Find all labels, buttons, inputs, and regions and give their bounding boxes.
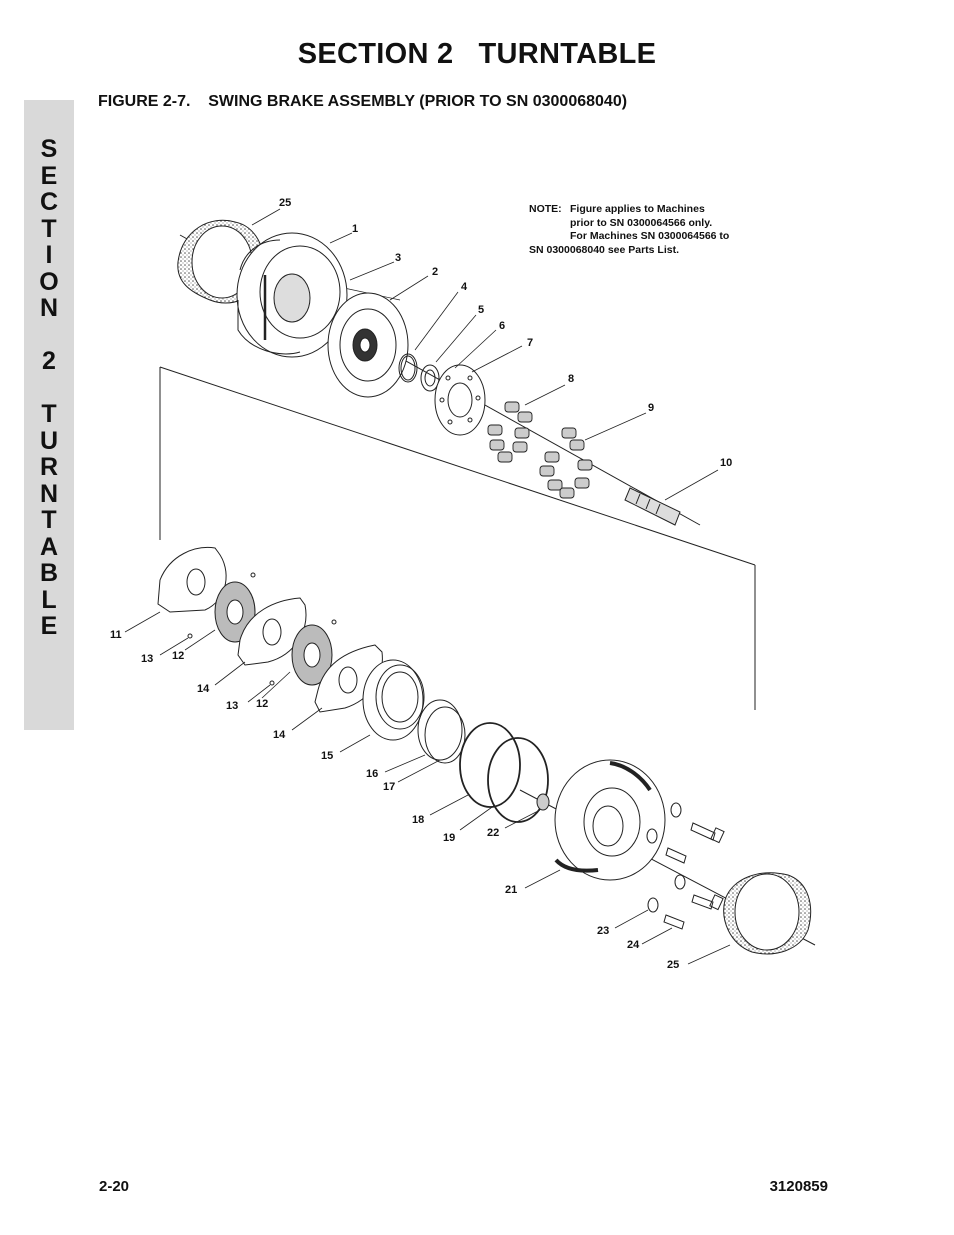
spring-plate-7 [434, 364, 486, 436]
callout-15: 15 [321, 750, 334, 762]
side-tab-letter: U [39, 426, 59, 455]
callout-12-a: 12 [172, 650, 185, 662]
side-section-tab: S E C T I O N 2 T U R N T A B L E [24, 100, 74, 730]
cover-21 [554, 759, 666, 881]
friction-disc-2 [291, 624, 333, 686]
side-tab-letter: N [39, 294, 59, 322]
side-tab-letter: B [39, 559, 59, 587]
note-label: NOTE: [529, 203, 562, 215]
callout-5: 5 [478, 304, 485, 316]
callout-24: 24 [627, 939, 640, 951]
side-tab-letter: I [45, 241, 53, 269]
side-tab-letter: S [40, 135, 58, 163]
note-line-4: SN 0300068040 see Parts List. [529, 243, 680, 256]
callout-11: 11 [110, 629, 122, 641]
side-tab-letter: T [41, 400, 57, 428]
side-tab-letter: L [41, 585, 57, 614]
callout-6: 6 [499, 320, 506, 332]
bolts-washers [646, 802, 725, 930]
piston-15 [362, 659, 425, 741]
side-tab-letter: E [40, 612, 58, 640]
plate-14a [237, 597, 307, 666]
snap-ring-4 [398, 353, 418, 383]
housing-1 [236, 232, 348, 358]
gasket-bottom [723, 872, 812, 955]
springs-8 [487, 401, 593, 499]
callout-25-bottom: 25 [667, 959, 680, 971]
callout-4: 4 [461, 281, 468, 293]
figure-note: NOTE: Figure applies to Machines prior t… [529, 203, 729, 257]
side-tab-letter: E [40, 161, 58, 190]
callout-8: 8 [568, 373, 575, 385]
callout-23: 23 [597, 925, 610, 937]
shaft-10 [624, 487, 681, 526]
document-number: 3120859 [769, 1178, 828, 1195]
callout-17: 17 [383, 781, 396, 793]
side-tab-letter: N [39, 479, 59, 508]
friction-disc-1 [214, 581, 256, 643]
callout-7: 7 [527, 337, 534, 349]
callout-21: 21 [505, 884, 518, 896]
callout-2: 2 [432, 266, 439, 278]
plate-2 [327, 292, 409, 398]
side-tab-letter: T [41, 214, 57, 243]
callout-18: 18 [412, 814, 425, 826]
callout-16: 16 [366, 768, 379, 780]
callout-13-a: 13 [141, 653, 154, 665]
side-tab-letter: R [39, 453, 59, 481]
side-tab-letter: C [39, 188, 59, 216]
section-title: SECTION 2 TURNTABLE [297, 38, 657, 70]
note-line-3: For Machines SN 0300064566 to [570, 230, 730, 242]
note-line-2: prior to SN 0300064566 only. [570, 216, 713, 229]
page-number: 2-20 [99, 1178, 130, 1195]
side-tab-letter: T [41, 506, 57, 534]
callout-19: 19 [443, 832, 456, 844]
side-tab-letter: 2 [42, 347, 56, 375]
callout-25-top: 25 [279, 197, 292, 209]
side-tab-letter: A [39, 532, 59, 561]
callout-14-b: 14 [273, 729, 286, 741]
callout-12-b: 12 [256, 698, 269, 710]
note-line-1: Figure applies to Machines [570, 203, 705, 215]
figure-title: FIGURE 2-7. SWING BRAKE ASSEMBLY (PRIOR … [98, 93, 628, 110]
side-tab-letters: S E C T I O N 2 T U R N T A B L E [24, 136, 74, 640]
callout-13-b: 13 [226, 700, 239, 712]
callout-22: 22 [487, 827, 500, 839]
callout-9: 9 [648, 402, 655, 414]
callout-10: 10 [720, 457, 733, 469]
side-tab-letter: O [39, 267, 59, 296]
callout-14-a: 14 [197, 683, 210, 695]
ring-5 [420, 364, 440, 392]
callout-3: 3 [395, 252, 402, 264]
plate-11 [157, 546, 227, 613]
callout-1: 1 [352, 223, 359, 235]
